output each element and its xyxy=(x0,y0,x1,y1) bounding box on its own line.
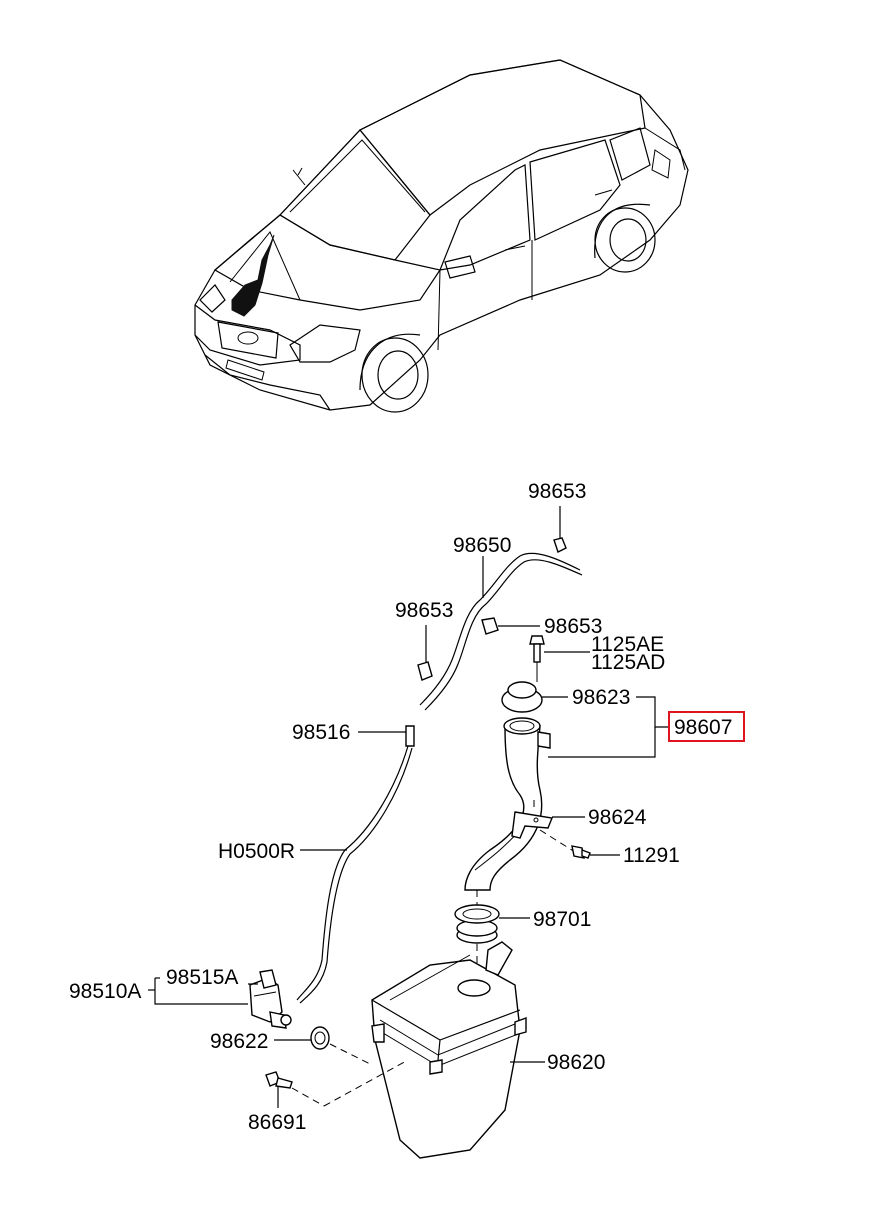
label-98653-top: 98653 xyxy=(528,480,586,503)
label-98510A: 98510A xyxy=(69,980,141,1003)
clip-98653-top xyxy=(553,506,567,553)
label-H0500R: H0500R xyxy=(218,840,295,863)
label-98624: 98624 xyxy=(588,806,647,829)
car-illustration xyxy=(194,59,689,413)
clip-98653-mid xyxy=(481,617,540,635)
clip-98653-left xyxy=(417,625,433,681)
washer-pump xyxy=(248,969,292,1029)
filler-neck-tube xyxy=(464,717,551,891)
label-98650: 98650 xyxy=(453,534,511,557)
label-11291: 11291 xyxy=(623,844,680,867)
label-98516: 98516 xyxy=(292,721,350,744)
label-98607: 98607 xyxy=(674,716,732,739)
cap-98623 xyxy=(501,681,568,713)
label-98653-left: 98653 xyxy=(395,599,453,622)
label-98622: 98622 xyxy=(210,1030,268,1053)
leader-lines xyxy=(148,696,668,1063)
label-98515A: 98515A xyxy=(166,966,238,989)
label-98701: 98701 xyxy=(533,908,591,931)
part-labels: 98653 98650 98653 98653 1125AE 1125AD 98… xyxy=(69,480,732,1134)
washer-reservoir-tank xyxy=(371,941,545,1159)
connector-98516 xyxy=(358,725,415,747)
highlight-box-98607 xyxy=(668,711,745,742)
label-1125AE: 1125AE xyxy=(591,633,664,656)
label-98620: 98620 xyxy=(547,1051,605,1074)
bolt-86691 xyxy=(265,1059,409,1108)
bolt-11291 xyxy=(571,845,620,859)
label-1125AD: 1125AD xyxy=(591,651,665,674)
washer-hose-98650 xyxy=(419,552,583,711)
label-98653-mid: 98653 xyxy=(544,615,602,638)
bracket-98624 xyxy=(511,800,585,853)
grommet-98622 xyxy=(274,1026,373,1066)
washer-hose-H0500R xyxy=(296,745,413,1004)
label-98623: 98623 xyxy=(572,686,630,709)
bolt-1125AE xyxy=(529,635,590,682)
label-86691: 86691 xyxy=(248,1111,306,1134)
